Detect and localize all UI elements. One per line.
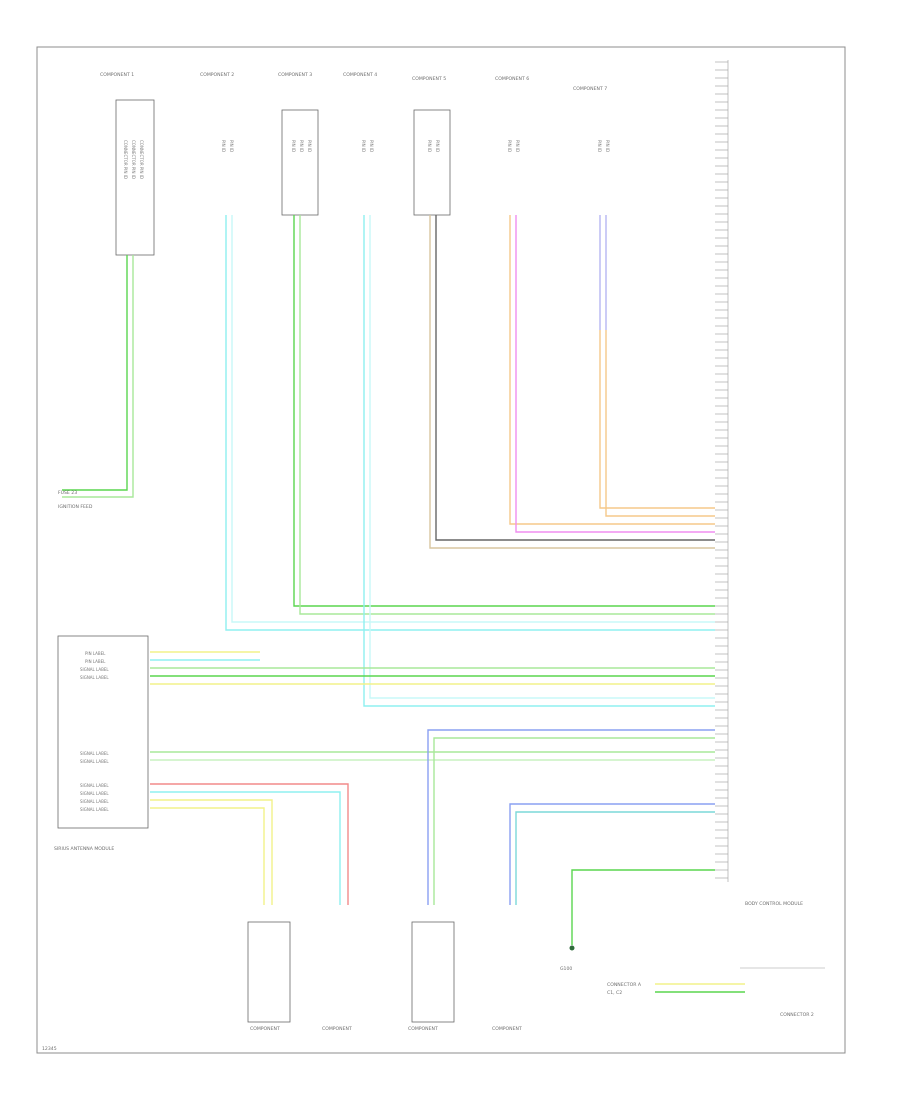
svg-text:PIN ID: PIN ID (435, 140, 440, 152)
component-3: COMPONENT 3 PIN ID PIN ID PIN ID (278, 72, 319, 216)
wire-green-comp3 (293, 215, 715, 607)
wire-red-b1 (150, 783, 349, 905)
top-components: COMPONENT 1 CONNECTOR PIN ID CONNECTOR P… (100, 72, 610, 256)
wire-blue-r1 (509, 803, 715, 905)
wire-teal-r2 (515, 811, 715, 905)
svg-text:PIN ID: PIN ID (427, 140, 432, 152)
wire-orange-comp6 (509, 215, 715, 525)
ground-label: G100 (560, 966, 572, 972)
svg-text:PIN LABEL: PIN LABEL (85, 651, 106, 656)
connector-bottom-right-label: CONNECTOR 2 (780, 1012, 814, 1018)
wire-green-2 (62, 255, 134, 498)
wire-orange-comp7 (599, 330, 715, 509)
svg-text:PIN ID: PIN ID (307, 140, 312, 152)
left-module: PIN LABEL PIN LABEL SIGNAL LABEL SIGNAL … (54, 635, 149, 852)
wire-green-ground (571, 869, 715, 945)
svg-text:SIGNAL LABEL: SIGNAL LABEL (80, 783, 109, 788)
component-5: COMPONENT 5 PIN ID PIN ID (412, 76, 451, 216)
svg-text:COMPONENT 2: COMPONENT 2 (200, 72, 234, 78)
svg-text:SIGNAL LABEL: SIGNAL LABEL (80, 667, 109, 672)
svg-text:PIN ID: PIN ID (291, 140, 296, 152)
svg-text:CONNECTOR PIN ID: CONNECTOR PIN ID (139, 140, 144, 179)
svg-text:PIN LABEL: PIN LABEL (85, 659, 106, 664)
right-module-pins (715, 60, 729, 882)
svg-text:PIN ID: PIN ID (221, 140, 226, 152)
wire-cyan-comp4b (369, 215, 715, 699)
bottom-component-4: COMPONENT (492, 1026, 522, 1032)
bottom-component-2: COMPONENT (322, 1026, 352, 1032)
wire-cyan-comp4 (363, 215, 715, 707)
svg-text:COMPONENT: COMPONENT (322, 1026, 352, 1032)
svg-text:PIN ID: PIN ID (605, 140, 610, 152)
svg-text:COMPONENT 7: COMPONENT 7 (573, 86, 607, 92)
left-module-label: SIRIUS ANTENNA MODULE (54, 846, 114, 852)
bottom-components: COMPONENT COMPONENT COMPONENT COMPONENT (247, 921, 522, 1032)
svg-text:COMPONENT 3: COMPONENT 3 (278, 72, 312, 78)
svg-text:SIGNAL LABEL: SIGNAL LABEL (80, 791, 109, 796)
bottom-component-1: COMPONENT (247, 921, 291, 1032)
wires (62, 215, 715, 945)
footer-id: 12345 (42, 1046, 57, 1052)
wire-yellow-b3 (150, 799, 273, 905)
svg-text:PIN ID: PIN ID (515, 140, 520, 152)
ground-symbol: G100 (560, 945, 575, 972)
svg-text:COMPONENT 1: COMPONENT 1 (100, 72, 134, 78)
wire-cyan-comp2b (231, 215, 715, 623)
wire-yellow-b4 (150, 807, 265, 905)
svg-text:COMPONENT: COMPONENT (408, 1026, 438, 1032)
svg-text:SIGNAL LABEL: SIGNAL LABEL (80, 751, 109, 756)
bottom-right-connector: CONNECTOR A C1, C2 CONNECTOR 2 (607, 967, 825, 1018)
diagram-frame (36, 46, 846, 1054)
svg-text:SIGNAL LABEL: SIGNAL LABEL (80, 675, 109, 680)
component-2: COMPONENT 2 PIN ID PIN ID (200, 72, 234, 152)
component-4: COMPONENT 4 PIN ID PIN ID (343, 72, 377, 152)
svg-text:CONNECTOR PIN ID: CONNECTOR PIN ID (123, 140, 128, 179)
wire-blue-m1 (427, 729, 715, 905)
svg-text:SIGNAL LABEL: SIGNAL LABEL (80, 807, 109, 812)
svg-text:PIN ID: PIN ID (299, 140, 304, 152)
svg-text:COMPONENT: COMPONENT (250, 1026, 280, 1032)
svg-text:SIGNAL LABEL: SIGNAL LABEL (80, 799, 109, 804)
svg-text:CONNECTOR PIN ID: CONNECTOR PIN ID (131, 140, 136, 179)
svg-text:SIGNAL LABEL: SIGNAL LABEL (80, 759, 109, 764)
wire-gray-comp5 (435, 215, 715, 541)
svg-text:PIN ID: PIN ID (507, 140, 512, 152)
wire-orange-comp7b (605, 330, 715, 517)
module-right-label: BODY CONTROL MODULE (745, 901, 803, 907)
svg-text:COMPONENT 5: COMPONENT 5 (412, 76, 446, 82)
wire-green-m2 (433, 737, 715, 905)
component-6: COMPONENT 6 PIN ID PIN ID (495, 76, 529, 152)
connector-right-bottom-1: CONNECTOR A (607, 982, 642, 988)
svg-text:PIN ID: PIN ID (229, 140, 234, 152)
wire-pink-comp6 (515, 215, 715, 533)
wire-tan-comp5 (429, 215, 715, 549)
wire-teal-b2 (150, 791, 341, 905)
connector-right-bottom-2: C1, C2 (607, 990, 622, 996)
svg-text:PIN ID: PIN ID (369, 140, 374, 152)
wire-green-1 (62, 255, 128, 491)
svg-text:PIN ID: PIN ID (597, 140, 602, 152)
svg-text:COMPONENT 6: COMPONENT 6 (495, 76, 529, 82)
component-1: COMPONENT 1 CONNECTOR PIN ID CONNECTOR P… (100, 72, 155, 256)
left-power-label-1: FUSE 23 (58, 490, 77, 496)
bottom-component-3: COMPONENT (408, 921, 455, 1032)
wire-cyan-comp2 (225, 215, 715, 631)
wire-green-comp3b (299, 215, 715, 615)
left-power-label-2: IGNITION FEED (58, 504, 93, 510)
svg-text:PIN ID: PIN ID (361, 140, 366, 152)
svg-text:COMPONENT 4: COMPONENT 4 (343, 72, 377, 78)
svg-text:COMPONENT: COMPONENT (492, 1026, 522, 1032)
component-7: COMPONENT 7 PIN ID PIN ID (573, 86, 610, 152)
